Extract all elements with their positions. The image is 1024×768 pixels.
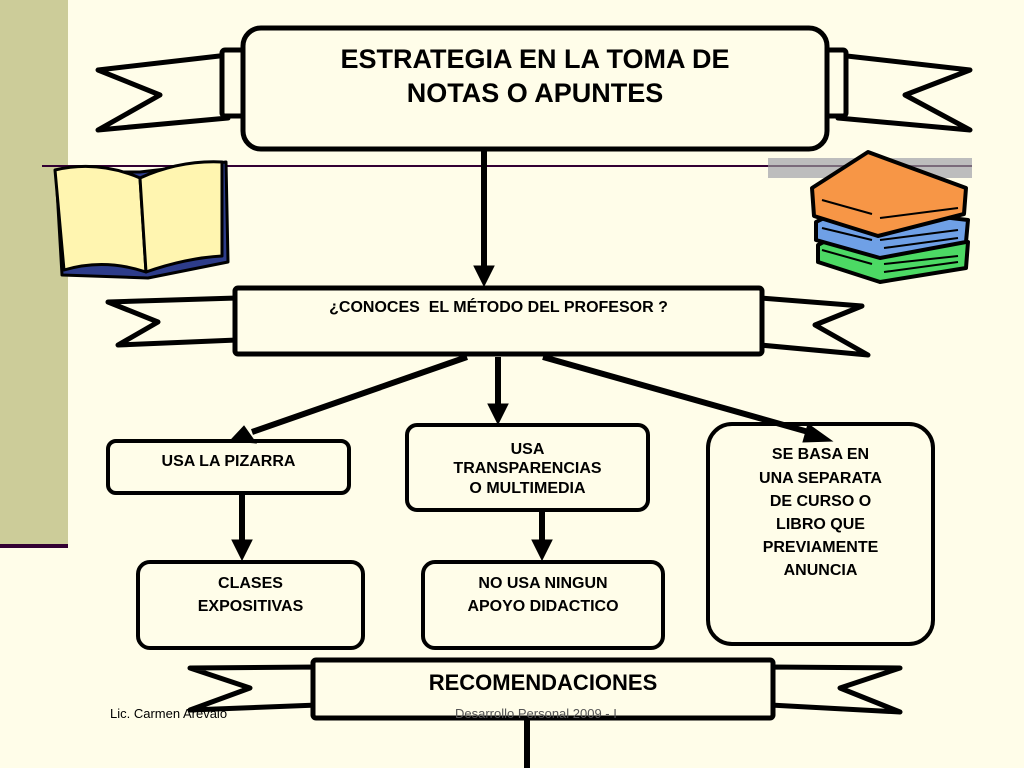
arrowhead-title-to-question: [473, 265, 495, 288]
question-banner: [105, 285, 871, 358]
footer-author: Lic. Carmen Arevalo: [110, 706, 228, 721]
option-separata-line4: LIBRO QUE: [776, 516, 865, 533]
title-banner-left-tail: [95, 52, 231, 133]
title-banner-right-tail: [835, 52, 973, 133]
side-bar: [0, 0, 68, 545]
footer-course: Desarrollo Personal 2009 - I: [455, 706, 617, 721]
option-transparencias-label: USA TRANSPARENCIAS O MULTIMEDIA: [410, 433, 645, 505]
result-no-apoyo-line1: NO USA NINGUN: [478, 574, 608, 592]
page-line: [879, 207, 959, 219]
page-line: [883, 261, 959, 273]
connectors: [228, 150, 834, 768]
arrowhead-transparencias-to-no-apoyo: [531, 539, 553, 562]
result-box-no-apoyo: [421, 560, 665, 650]
page-line: [883, 237, 959, 249]
option-box-pizarra: [106, 439, 351, 495]
arrow-question-to-pizarra: [251, 354, 468, 435]
option-box-transparencias: [405, 423, 650, 512]
page-line: [883, 255, 959, 265]
option-box-separata: [706, 422, 935, 646]
diagram-title-line1: ESTRATEGIA EN LA TOMA DE: [340, 44, 730, 75]
arrowhead-question-to-pizarra: [228, 425, 258, 444]
recommendations-label: RECOMENDACIONES: [428, 669, 658, 695]
arrowhead-question-to-transparencias: [487, 403, 509, 426]
option-separata-line3: DE CURSO O: [769, 492, 872, 510]
stacked-books-icon: [810, 150, 970, 284]
page-line: [879, 229, 959, 241]
title-banner: [95, 25, 973, 152]
open-book-left-page: [53, 164, 148, 274]
page-line: [821, 227, 873, 241]
page-line: [821, 199, 873, 215]
option-separata-label: SE BASA EN UNA SEPARATA DE CURSO O LIBRO…: [712, 440, 929, 586]
result-no-apoyo-line2: APOYO DIDACTICO: [467, 598, 619, 615]
option-pizarra-label: USA LA PIZARRA: [161, 453, 296, 471]
option-separata-line5: PREVIAMENTE: [762, 539, 879, 557]
diagram-title: ESTRATEGIA EN LA TOMA DE NOTAS O APUNTES: [248, 38, 822, 116]
option-transparencias-line2: TRANSPARENCIAS: [453, 460, 602, 478]
result-box-clases: [136, 560, 365, 650]
option-transparencias-line1: USA: [510, 441, 545, 459]
page-line: [821, 249, 873, 265]
arrowhead-pizarra-to-clases: [231, 539, 253, 562]
recommendations-banner-right-tail: [767, 664, 903, 715]
question-banner-left-tail: [105, 295, 240, 348]
recommendations-box: [310, 657, 776, 721]
option-separata-line1: SE BASA EN: [771, 446, 870, 464]
option-separata-line6: ANUNCIA: [783, 562, 858, 580]
question-box: [232, 285, 765, 357]
book-page-lines: [821, 199, 959, 273]
result-clases-line2: EXPOSITIVAS: [197, 598, 304, 615]
option-transparencias-line3: O MULTIMEDIA: [469, 479, 586, 497]
recommendations-banner: [187, 657, 903, 721]
book-orange: [810, 150, 968, 238]
open-book-right-page: [138, 160, 224, 274]
open-book-icon: [53, 160, 230, 280]
question-banner-right-tail: [757, 295, 871, 358]
result-no-apoyo-label: NO USA NINGUN APOYO DIDACTICO: [427, 570, 659, 620]
diagram-title-line2: NOTAS O APUNTES: [406, 78, 664, 108]
option-separata-line2: UNA SEPARATA: [759, 469, 882, 487]
title-box: [240, 25, 830, 152]
arrowhead-question-to-separata: [802, 423, 834, 443]
result-clases-line1: CLASES: [218, 574, 283, 592]
question-label: ¿CONOCES EL MÉTODO DEL PROFESOR ?: [329, 299, 668, 317]
recommendations-banner-left-tail: [187, 664, 321, 713]
arrow-question-to-separata: [542, 354, 813, 436]
result-clases-label: CLASES EXPOSITIVAS: [142, 570, 359, 620]
